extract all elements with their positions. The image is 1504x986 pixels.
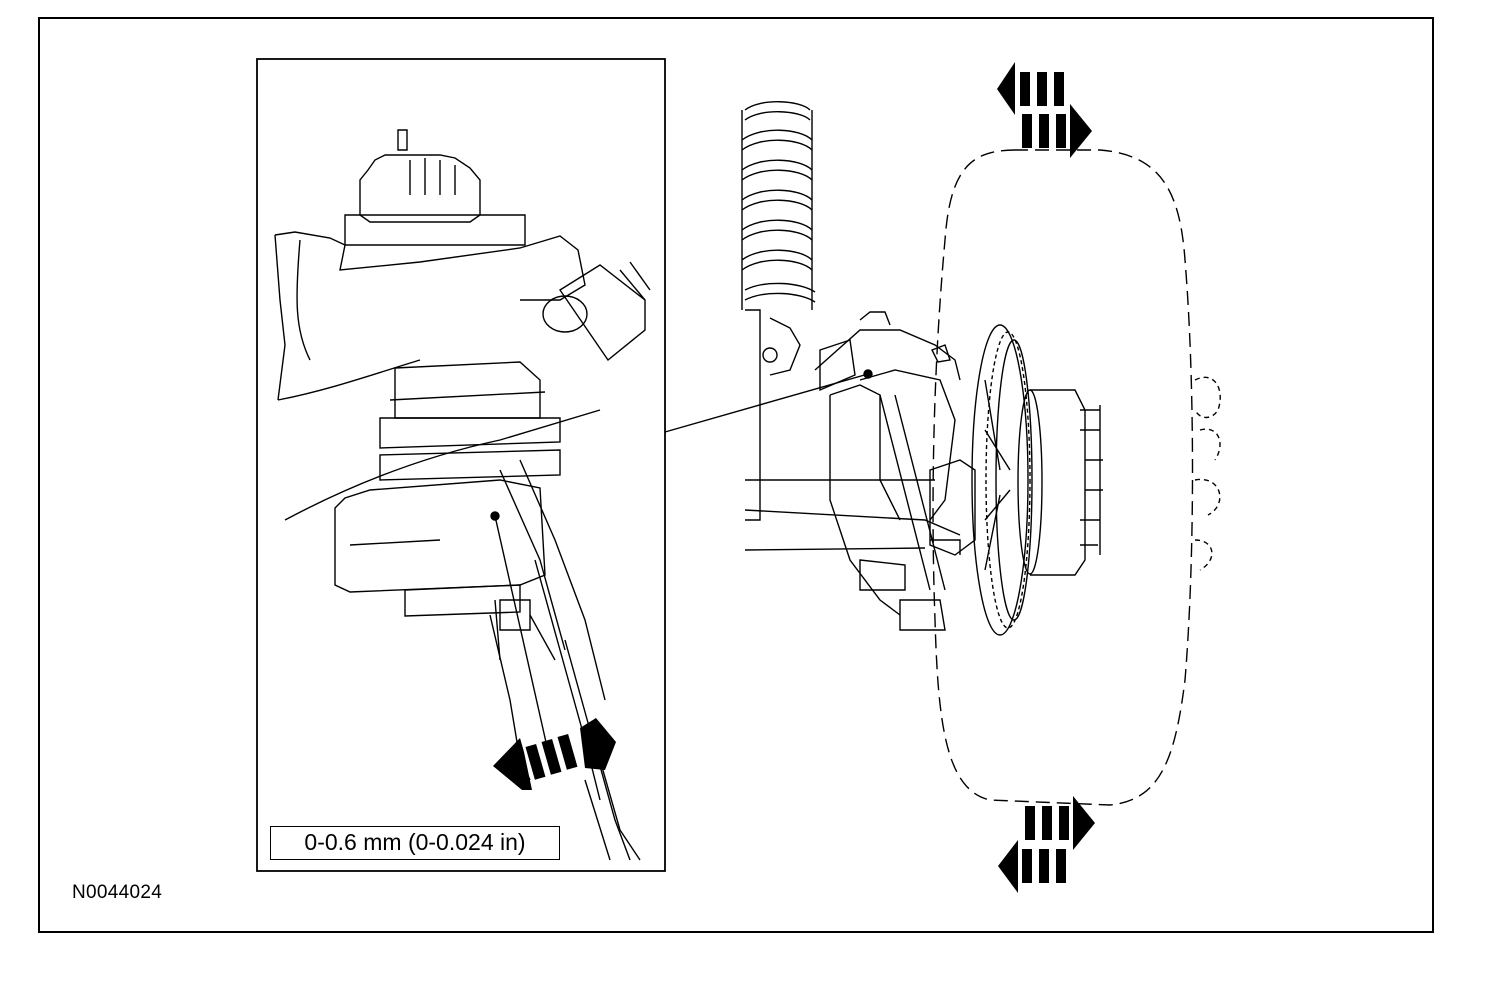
wheel-studs-outline [1194,376,1221,571]
figure-id-label: N0044024 [72,882,163,903]
knuckle-assembly-drawing [744,309,1103,636]
inset-panel [256,58,666,872]
coil-spring-drawing [741,101,816,310]
tire-bottom-arrows-icon [998,796,1095,893]
inset-play-arrow-icon [493,718,616,790]
tire-outline [932,149,1194,806]
figure-frame [38,17,1434,933]
clearance-spec-label: 0-0.6 mm (0-0.024 in) [270,826,560,860]
tire-top-arrows-icon [997,62,1092,158]
